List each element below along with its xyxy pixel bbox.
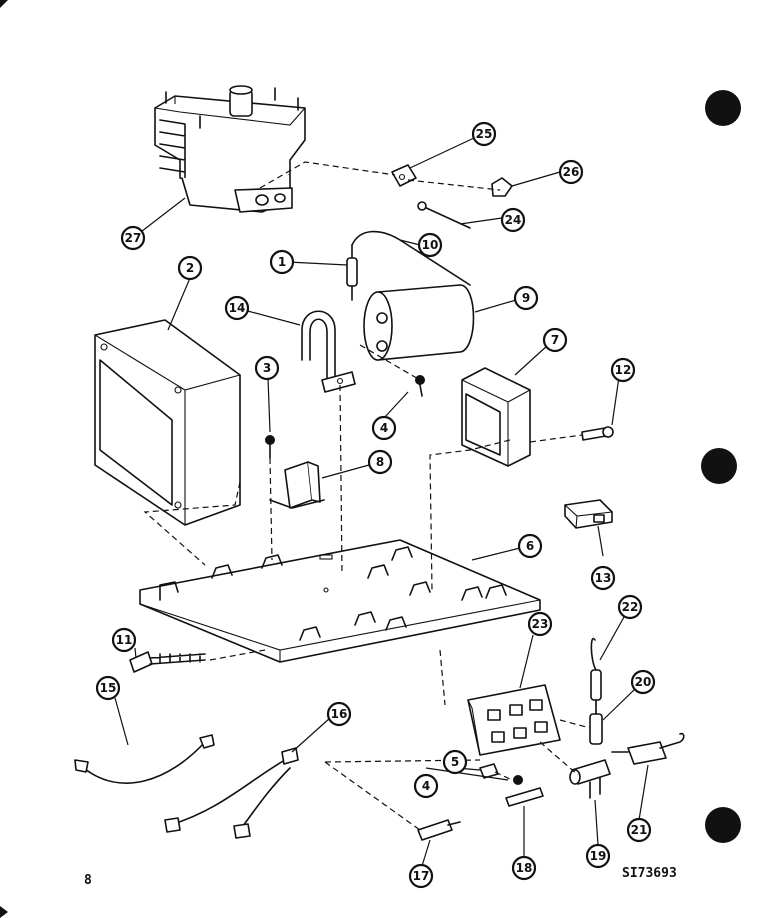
callout-3: 3 [254,355,280,381]
callout-19: 19 [585,843,611,869]
callout-label: 20 [635,675,652,689]
callout-18: 18 [511,855,537,881]
callout-label: 17 [413,869,430,883]
screw-part-3 [265,435,275,459]
callout-15: 15 [95,675,121,701]
callout-20: 20 [630,669,656,695]
screw-part-4-lower [513,775,523,785]
callout-8: 8 [367,449,393,475]
diode-part-1 [346,244,358,301]
callout-label: 6 [526,539,534,553]
wire-harness-16 [164,747,299,839]
callout-26: 25 [471,121,497,147]
magnetron-part [154,85,306,213]
callout-27: 26 [558,159,584,185]
callout-label: 8 [376,455,384,469]
resistor-part-18 [505,787,544,807]
corner-mark [0,906,8,918]
callout-label: 12 [615,363,632,377]
callout-label: 4 [422,779,430,793]
page-number: 8 [84,873,92,888]
socket-part-19 [569,759,611,799]
callout-24: 27 [120,225,146,251]
leader-lines [114,137,649,867]
callout-label: 14 [229,301,246,315]
cutout-part-8 [269,461,325,509]
callout-14: 14 [224,295,250,321]
binder-hole [705,90,741,126]
diagram-code: SI73693 [622,866,677,881]
wire-part-10 [351,230,471,286]
callout-label: 24 [505,213,522,227]
small-transformer-part [461,367,531,467]
capacitor-part [363,284,475,361]
pin-part-25 [417,201,471,229]
callout-4: 4 [371,415,397,441]
connector-part-13 [564,499,613,529]
switch-part-21 [611,732,685,765]
callout-label: 10 [422,238,439,252]
callout-label: 5 [451,755,459,769]
bracket-part-26 [391,164,417,187]
assembly-lines [143,161,597,831]
callout-9: 9 [513,285,539,311]
callout-label: 25 [476,127,493,141]
callout-16: 16 [326,701,352,727]
callout-11: 11 [111,627,137,653]
callout-13: 13 [590,565,616,591]
bolt-part-11 [129,651,206,673]
screw-part-12 [581,426,614,441]
callout-5: 5 [442,749,468,775]
callout-7: 7 [542,327,568,353]
callout-22: 22 [617,594,643,620]
circuit-board-part [467,684,561,756]
callout-12: 12 [610,357,636,383]
callout-label: 23 [532,617,549,631]
transformer-part [94,319,241,526]
fuse-part-20 [589,713,603,745]
callout-label: 13 [595,571,612,585]
nut-part-27 [491,177,513,197]
callout-17: 17 [408,863,434,889]
callout-label: 19 [590,849,607,863]
callout-label: 27 [125,231,142,245]
callout-label: 22 [622,600,639,614]
callout-label: 7 [551,333,559,347]
callout-label: 1 [278,255,286,269]
binder-hole [705,807,741,843]
callout-2: 2 [177,255,203,281]
fuse-part-17 [417,819,461,841]
callout-label: 15 [100,681,117,695]
callout-label: 11 [116,633,133,647]
callout-label: 9 [522,291,530,305]
wire-harness-15 [74,734,215,784]
callout-21: 21 [626,817,652,843]
corner-mark [0,0,8,8]
base-plate-part [139,539,541,663]
callout-4-lower: 4 [413,773,439,799]
screw-part-4 [415,375,425,397]
callout-label: 3 [263,361,271,375]
callout-10: 10 [417,232,443,258]
callout-label: 21 [631,823,648,837]
callout-1: 1 [269,249,295,275]
callout-23: 23 [527,611,553,637]
callout-label: 4 [380,421,388,435]
callout-label: 2 [186,261,194,275]
binder-hole [701,448,737,484]
callout-6: 6 [517,533,543,559]
clamp-part-14 [301,310,356,393]
callout-label: 26 [563,165,580,179]
callout-25: 24 [500,207,526,233]
callout-label: 18 [516,861,533,875]
callout-label: 16 [331,707,348,721]
